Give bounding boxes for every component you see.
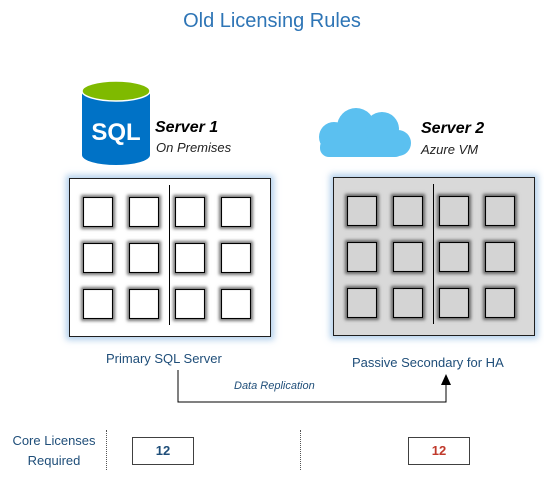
processor-core — [129, 197, 159, 227]
processor-core — [83, 289, 113, 319]
processor-core — [175, 289, 205, 319]
processor-core — [485, 242, 515, 272]
processor-core — [221, 243, 251, 273]
processor-core — [393, 242, 423, 272]
server2-role: Passive Secondary for HA — [352, 355, 504, 370]
processor-core — [393, 196, 423, 226]
separator-line — [300, 430, 301, 470]
server1-name: Server 1 — [155, 119, 219, 136]
processor-core — [129, 289, 159, 319]
diagram-title: Old Licensing Rules — [183, 10, 361, 32]
processor-core — [393, 288, 423, 318]
processor-core — [347, 288, 377, 318]
processor-core — [439, 288, 469, 318]
processor-core — [83, 197, 113, 227]
replication-arrow — [170, 370, 460, 410]
processor-core — [83, 243, 113, 273]
server2-name: Server 2 — [421, 120, 485, 137]
processor-core — [485, 288, 515, 318]
server1-license-count: 12 — [132, 437, 194, 465]
processor-core — [485, 196, 515, 226]
processor-core — [221, 197, 251, 227]
server1-location: On Premises — [156, 140, 232, 155]
core-licenses-label-line2: Required — [27, 453, 81, 468]
processor-core — [347, 196, 377, 226]
server2-box — [333, 177, 535, 336]
processor-core — [347, 242, 377, 272]
replication-label: Data Replication — [234, 380, 315, 392]
separator-line — [106, 430, 107, 470]
sql-database-icon: SQL — [80, 79, 152, 167]
processor-core — [439, 242, 469, 272]
server1-role: Primary SQL Server — [106, 351, 222, 366]
processor-core — [439, 196, 469, 226]
cloud-icon — [304, 105, 416, 159]
core-licenses-label-line1: Core Licenses — [12, 433, 96, 448]
processor-core — [175, 243, 205, 273]
sql-icon-text: SQL — [91, 119, 140, 146]
server2-license-count: 12 — [408, 437, 470, 465]
core-licenses-label: Core Licenses Required — [4, 431, 104, 471]
socket-divider — [433, 184, 434, 324]
processor-core — [129, 243, 159, 273]
server1-box — [69, 178, 271, 337]
processor-core — [175, 197, 205, 227]
processor-core — [221, 289, 251, 319]
server2-location: Azure VM — [421, 142, 479, 157]
socket-divider — [169, 185, 170, 325]
